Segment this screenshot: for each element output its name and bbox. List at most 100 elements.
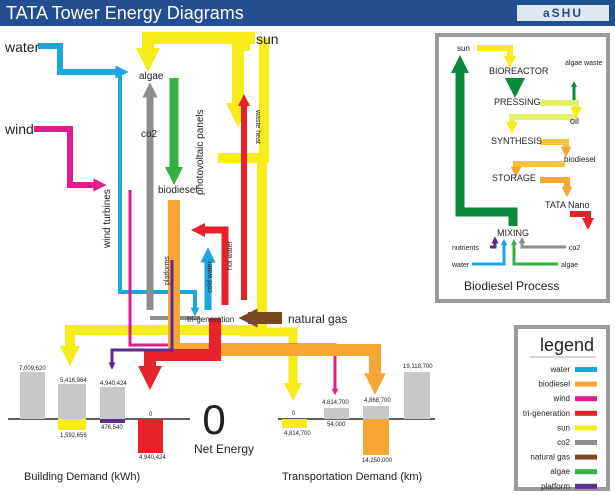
legend-label-4: sun	[557, 423, 570, 432]
wind-label: wind	[4, 121, 34, 137]
transport-bar-1-bottom-label: 4,814,700	[284, 431, 311, 437]
wind-flow-to-turbines	[34, 126, 107, 192]
legend-label-8: platform	[541, 482, 570, 491]
transport-bar-3-bottom	[363, 419, 389, 455]
legend-panel: legend water biodiesel wind tri-generation s…	[514, 325, 610, 491]
legend-swatch-8	[575, 483, 597, 489]
transport-bar-4-top	[404, 372, 430, 419]
sun-flow-to-panels	[226, 39, 250, 127]
net-energy-label: Net Energy	[194, 442, 254, 456]
net-energy-value: 0	[202, 396, 225, 443]
transport-bar-2-bottom-label: 54,000	[327, 422, 346, 428]
building-bar-1-top-label: 7,009,620	[19, 366, 46, 372]
transport-demand-title: Transportation Demand (km)	[282, 471, 422, 483]
building-bar-2-bottom	[58, 419, 86, 430]
transport-bar-3-top-label: 4,868,700	[364, 398, 391, 404]
process-algae-waste: algae waste	[565, 60, 602, 67]
trigeneration-flow-to-building	[138, 318, 221, 390]
legend-swatch-1	[575, 381, 597, 387]
biodiesel-process-panel: sun BIOREACTOR algae waste PRESSING oil …	[435, 33, 610, 303]
trigeneration-label: tri-generation	[187, 315, 234, 324]
hot-water-label: hot water	[227, 241, 234, 270]
building-demand-chart: 7,009,620 5,416,964 1,592,656 4,940,424 …	[8, 366, 190, 483]
water-label: water	[4, 39, 40, 55]
process-mixing: MIXING	[497, 228, 529, 238]
sun-flow-to-transport	[240, 327, 302, 401]
building-bar-2-top-label: 5,416,964	[60, 378, 87, 384]
process-bioreactor: BIOREACTOR	[489, 66, 549, 76]
waste-heat-label: waste heat	[254, 109, 261, 144]
process-title: Biodiesel Process	[464, 279, 559, 293]
transport-demand-chart: 0 4,814,700 4,814,700 54,000 4,868,700 1…	[278, 364, 435, 483]
legend-frame	[514, 325, 610, 491]
process-biodiesel: biodiesel	[564, 155, 596, 164]
sun-flow-to-building	[60, 158, 267, 366]
legend-swatch-4	[575, 425, 597, 431]
legend-swatch-3	[575, 410, 597, 416]
process-arrows	[451, 45, 594, 266]
legend-swatch-5	[575, 440, 597, 445]
building-bar-4-bottom	[138, 419, 163, 453]
sun-flow-to-algae	[136, 32, 255, 72]
building-bar-4-top-label: 0	[149, 412, 153, 418]
process-algae: algae	[561, 262, 578, 269]
legend-items: water biodiesel wind tri-generation sun co2 na…	[523, 365, 597, 491]
biodiesel-flow-to-transport	[168, 200, 386, 395]
legend-swatch-7	[575, 469, 597, 475]
legend-label-0: water	[549, 365, 570, 374]
legend-label-3: tri-generation	[523, 409, 570, 418]
building-bar-3-top	[100, 387, 125, 419]
process-nutrients: nutrients	[452, 245, 479, 252]
platforms-label: platforms	[164, 256, 171, 285]
building-demand-title: Building Demand (kWh)	[24, 471, 140, 483]
process-co2: co2	[569, 245, 580, 252]
legend-label-6: natural gas	[530, 453, 570, 462]
process-oil: oil	[570, 116, 579, 126]
water-flow-to-trigeneration	[118, 74, 200, 317]
algae-label: algae	[139, 71, 164, 82]
building-bar-2-top	[58, 384, 86, 419]
building-bar-3-bottom	[100, 419, 125, 423]
legend-label-1: biodiesel	[538, 380, 570, 389]
transport-bar-1-bottom	[282, 419, 307, 428]
building-bar-1-top	[20, 372, 45, 419]
legend-label-5: co2	[557, 438, 570, 447]
building-bar-3-top-label: 4,940,424	[100, 381, 127, 387]
process-water: water	[451, 262, 470, 269]
building-bar-4-bottom-label: 4,940,424	[139, 455, 166, 461]
photovoltaic-label: photovoltaic panels	[195, 109, 206, 195]
transport-bar-4-top-label: 19,118,700	[403, 364, 433, 370]
process-tata-nano: TATA Nano	[545, 200, 590, 210]
co2-label: co2	[141, 129, 158, 140]
transport-bar-3-top	[363, 406, 389, 419]
legend-swatch-0	[575, 367, 597, 372]
transport-bar-1-top-label: 0	[292, 411, 296, 417]
transport-bar-2-top	[324, 408, 349, 419]
platform-flow-to-building	[108, 260, 174, 370]
page-title: TATA Tower Energy Diagrams	[6, 3, 244, 23]
hot-water-flow	[191, 223, 229, 305]
transport-bar-2-top-label: 4,814,700	[322, 400, 349, 406]
water-flow-to-algae	[38, 43, 129, 79]
legend-swatch-2	[575, 396, 597, 402]
legend-label-7: algae	[550, 467, 570, 476]
process-pressing: PRESSING	[494, 97, 541, 107]
biodiesel-label: biodiesel	[158, 185, 197, 196]
process-labels: sun BIOREACTOR algae waste PRESSING oil …	[451, 44, 602, 293]
wind-turbines-label: wind turbines	[102, 189, 113, 249]
flow-lines	[34, 32, 386, 401]
flow-labels: water wind sun algae co2 biodiesel photo…	[4, 31, 347, 326]
natural-gas-label: natural gas	[288, 312, 347, 326]
header-bar: TATA Tower Energy Diagrams aSHU	[0, 0, 615, 26]
legend-title: legend	[540, 335, 594, 355]
process-sun: sun	[457, 44, 470, 53]
legend-swatch-6	[575, 454, 597, 460]
building-bar-2-bottom-label: 1,592,656	[60, 433, 87, 439]
building-bar-3-bottom-label: 476,540	[101, 425, 123, 431]
sun-label: sun	[256, 31, 279, 47]
net-energy: 0 Net Energy	[194, 396, 254, 456]
transport-bar-3-bottom-label: 14,250,000	[362, 458, 393, 464]
legend-label-2: wind	[553, 394, 570, 403]
process-storage: STORAGE	[492, 173, 536, 183]
